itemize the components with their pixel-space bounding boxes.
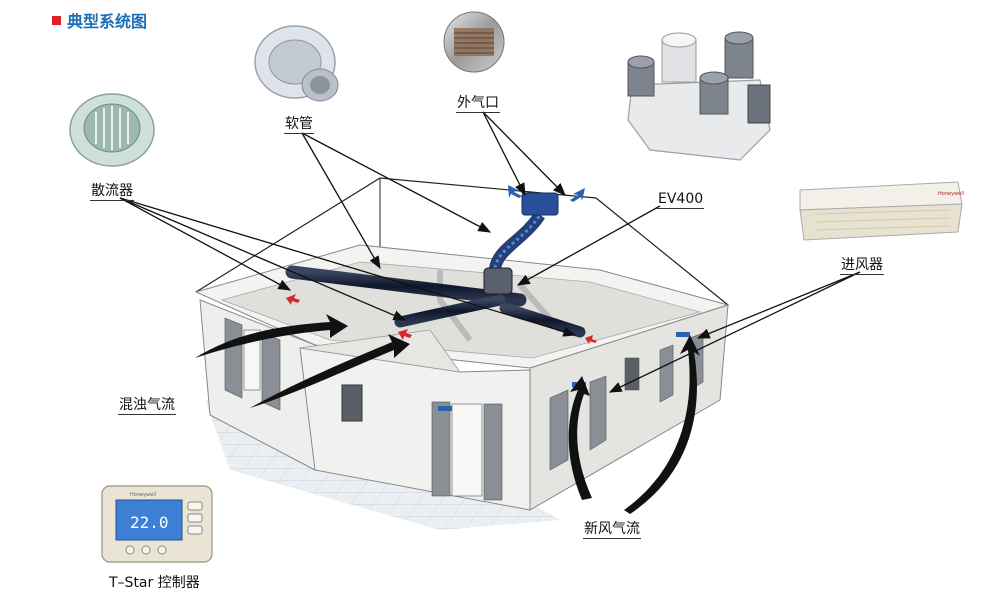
mixed-airflow-arrow-2 bbox=[250, 334, 410, 408]
controller-brand: Honeywell bbox=[130, 492, 156, 498]
diagram-title: 典型系统图 bbox=[52, 8, 147, 32]
roof-vent bbox=[521, 192, 559, 216]
title-marker-icon bbox=[52, 15, 61, 25]
controller-product: 22.0 Honeywell bbox=[101, 485, 213, 563]
label-inlet: 进风器 bbox=[840, 257, 884, 275]
outside-vent-product bbox=[443, 11, 505, 73]
leader-lines bbox=[119, 111, 861, 393]
right-wall bbox=[529, 304, 729, 511]
label-mixed-airflow: 混浊气流 bbox=[118, 397, 176, 415]
roof-outline bbox=[195, 177, 729, 306]
diffuser-product bbox=[69, 93, 155, 167]
ev400-unit bbox=[483, 267, 513, 295]
exhaust-arrows bbox=[286, 294, 597, 344]
mixed-airflow-arrow bbox=[195, 314, 348, 358]
fresh-airflow-arrow bbox=[568, 376, 592, 500]
title-text: 典型系统图 bbox=[67, 12, 148, 31]
left-shutters bbox=[224, 317, 281, 411]
house bbox=[194, 177, 730, 514]
flex-duct-product bbox=[254, 25, 339, 102]
label-ev400: EV400 bbox=[657, 191, 705, 209]
inlet-product: Honeywell bbox=[799, 181, 964, 241]
right-shutters bbox=[549, 332, 704, 471]
controller-display: 22.0 bbox=[130, 513, 169, 532]
front-door bbox=[431, 401, 503, 501]
label-outside-vent: 外气口 bbox=[456, 95, 500, 113]
inlet-brand-text: Honeywell bbox=[938, 191, 964, 197]
label-fresh-airflow: 新风气流 bbox=[583, 521, 641, 539]
label-diffuser: 散流器 bbox=[90, 183, 134, 201]
label-controller: T–Star 控制器 bbox=[109, 575, 200, 591]
label-flex-duct: 软管 bbox=[284, 116, 314, 134]
ev400-product bbox=[627, 31, 771, 161]
front-window bbox=[341, 384, 363, 422]
